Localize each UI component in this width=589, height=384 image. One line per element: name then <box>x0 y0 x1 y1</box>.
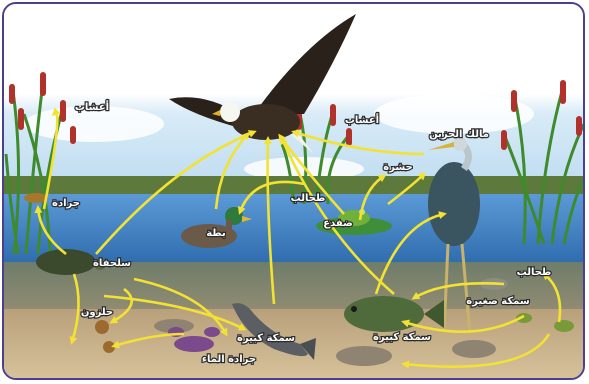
label-crayfish: جرادة الماء <box>202 354 256 365</box>
label-frog: ضفدع <box>323 218 352 229</box>
label-snail: حلزون <box>81 307 113 318</box>
pond-water <box>4 194 585 264</box>
label-heron: مالك الحزين <box>429 129 489 140</box>
label-small-fish: سمكة صغيرة <box>466 296 530 307</box>
label-grass-left: أعشاب <box>75 100 109 113</box>
label-big-fish-left: سمكة كبيرة <box>237 333 295 344</box>
label-grass-mid: أعشاب <box>345 113 379 126</box>
label-big-fish-center: سمكة كبيرة <box>373 332 431 343</box>
illustration-frame: أعشاب أعشاب جرادة سلحفاة حلزون جرادة الم… <box>2 2 585 380</box>
label-turtle: سلحفاة <box>93 258 131 269</box>
label-algae-mid: طحالب <box>291 193 326 204</box>
label-algae-right: طحالب <box>517 267 552 278</box>
label-duck: بطة <box>206 228 226 239</box>
label-insect: حشرة <box>383 162 413 173</box>
label-grasshopper: جرادة <box>52 198 80 209</box>
food-web-diagram: أعشاب أعشاب جرادة سلحفاة حلزون جرادة الم… <box>4 4 585 380</box>
